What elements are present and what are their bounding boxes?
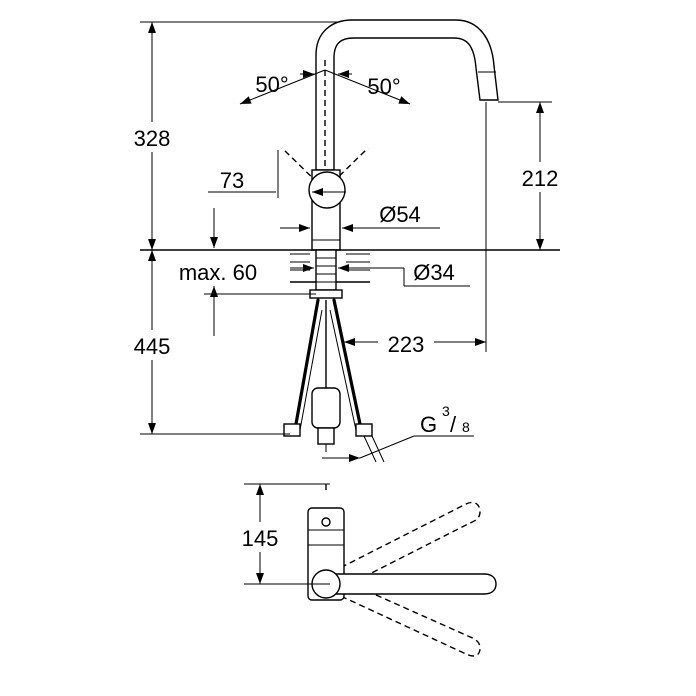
dim-offset: 73 [208,150,346,198]
dim-label-73: 73 [220,168,244,193]
thread-label: G [420,412,437,437]
dim-label-212: 212 [522,166,559,191]
dim-angles: 50° 50° [239,69,411,105]
top-lever [325,573,497,595]
dim-max-thickness: max. 60 [179,208,316,336]
dim-thread: G 3 / 8 [322,403,474,462]
dim-label-max60: max. 60 [179,260,257,285]
dim-top-depth: 145 [232,483,330,585]
dim-label-145: 145 [242,526,279,551]
dim-body-diameter: Ø54 [280,202,440,232]
dim-label-445: 445 [134,334,171,359]
dim-hose-length: 445 [126,250,290,435]
thread-denominator: 8 [462,419,470,435]
dim-label-d54: Ø54 [379,202,421,227]
spout [315,19,499,171]
thread-numerator: 3 [442,403,450,419]
dim-height-total: 328 [128,21,340,250]
dim-reach: 223 [344,102,487,357]
angle-left-label: 50° [255,72,288,97]
dim-spout-height: 212 [498,101,568,250]
angle-right-label: 50° [367,74,400,99]
dim-hole-diameter: Ø34 [290,260,470,287]
thread-slash: / [450,412,457,437]
dim-label-d34: Ø34 [413,260,455,285]
supply-hoses [283,298,385,463]
top-view: 145 [232,483,497,657]
faucet-body [308,169,346,251]
dim-label-328: 328 [134,126,171,151]
dim-label-223: 223 [388,332,425,357]
top-lever-positions [331,501,481,657]
mounting-shank [309,249,343,299]
pull-out-hose [311,300,341,452]
side-view: 328 212 223 445 [126,19,568,463]
